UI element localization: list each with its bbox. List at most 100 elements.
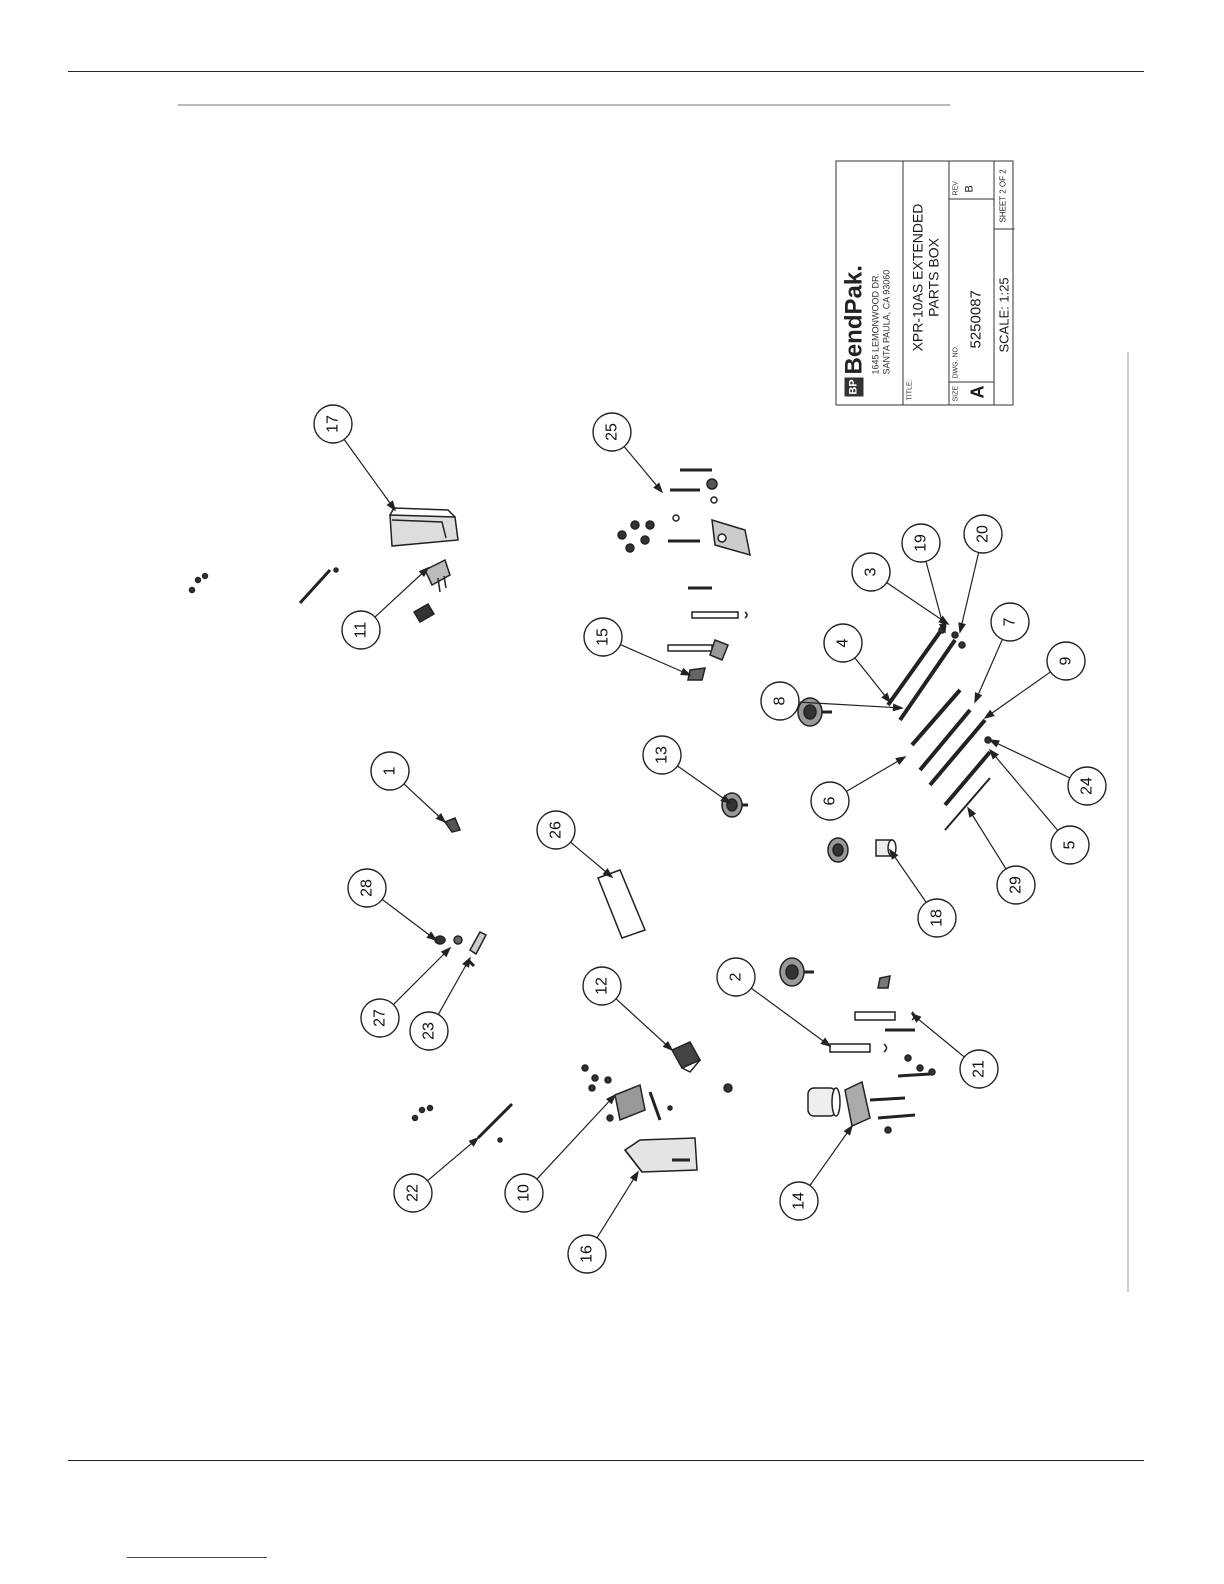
balloon-28: 28: [348, 869, 386, 907]
balloon-22: 22: [394, 1174, 432, 1212]
balloon-15: 15: [584, 618, 622, 656]
balloon-label-16: 16: [579, 1245, 596, 1263]
balloon-5: 5: [1051, 826, 1089, 864]
balloon-label-13: 13: [654, 746, 671, 764]
part-17-box: [390, 508, 458, 546]
part-1-clip: [445, 818, 460, 832]
part-25-hardware: [618, 470, 750, 588]
leader-line-28: [382, 899, 436, 940]
balloon-label-3: 3: [863, 567, 880, 576]
balloon-label-10: 10: [516, 1184, 533, 1202]
balloon-24: 24: [1068, 767, 1106, 805]
leader-line-17: [344, 439, 395, 510]
balloon-label-2: 2: [728, 972, 745, 981]
part-7-rod: [912, 690, 960, 745]
balloon-label-12: 12: [594, 977, 611, 995]
leader-line-5: [990, 750, 1058, 830]
balloon-16: 16: [568, 1235, 606, 1273]
parts-28-27-23: [435, 932, 486, 966]
part-16-box: [625, 1138, 697, 1172]
balloon-21: 21: [960, 1050, 998, 1088]
part-6-rod: [930, 720, 985, 785]
leader-line-21: [912, 1014, 964, 1057]
leader-arrow-6: [896, 757, 905, 764]
balloon-label-29: 29: [1008, 876, 1025, 894]
balloon-9: 9: [1047, 642, 1085, 680]
nuts-19-20-24: [939, 627, 991, 743]
balloon-label-19: 19: [913, 534, 930, 552]
balloon-label-27: 27: [372, 1009, 389, 1027]
leader-arrow-17: [388, 501, 395, 510]
leader-arrow-24: [990, 740, 999, 746]
leader-arrow-7: [975, 693, 981, 702]
rods-group: [888, 625, 990, 830]
balloon-label-15: 15: [595, 628, 612, 646]
balloon-label-1: 1: [382, 766, 399, 775]
balloon-label-21: 21: [971, 1060, 988, 1078]
leader-line-24: [990, 740, 1070, 778]
part-11-screws: [190, 568, 339, 593]
leader-arrow-16: [631, 1172, 638, 1181]
leader-arrow-29: [968, 808, 975, 817]
balloon-12: 12: [583, 967, 621, 1005]
balloon-label-8: 8: [772, 696, 789, 705]
balloon-20: 20: [964, 515, 1002, 553]
part-22-rod: [413, 1104, 513, 1142]
balloon-1: 1: [371, 752, 409, 790]
leader-line-9: [985, 672, 1050, 718]
balloon-label-26: 26: [548, 821, 565, 839]
part-10-bracket: [582, 1065, 732, 1121]
balloon-label-11: 11: [353, 622, 370, 639]
balloon-label-5: 5: [1062, 840, 1079, 849]
leader-line-20: [960, 552, 979, 632]
leader-line-22: [428, 1138, 478, 1181]
leader-line-13: [678, 766, 730, 803]
part-26-sheet: [598, 870, 645, 938]
balloon-25: 25: [593, 413, 631, 451]
balloon-23: 23: [410, 1012, 448, 1050]
leader-line-27: [393, 948, 450, 1005]
leader-line-16: [597, 1172, 638, 1238]
balloon-7: 7: [991, 603, 1029, 641]
pulley-near-2: [780, 958, 814, 986]
part-11-bracket: [425, 560, 450, 592]
leader-line-2: [751, 988, 830, 1046]
balloon-label-14: 14: [791, 1192, 808, 1210]
balloon-17: 17: [314, 405, 352, 443]
leader-arrow-15: [681, 669, 690, 675]
part-21-pin: [855, 976, 915, 1030]
balloon-27: 27: [361, 999, 399, 1037]
leader-line-18: [890, 850, 926, 902]
leader-line-15: [620, 645, 690, 675]
pulley-18-assembly: [828, 838, 896, 862]
balloon-label-9: 9: [1058, 656, 1075, 665]
balloon-2: 2: [717, 958, 755, 996]
balloon-label-4: 4: [835, 638, 852, 647]
balloon-13: 13: [643, 736, 681, 774]
leader-arrow-2: [821, 1039, 830, 1046]
part-14-assembly: [808, 1055, 935, 1133]
leader-arrow-9: [985, 711, 994, 718]
balloon-label-17: 17: [325, 415, 342, 433]
leader-line-10: [537, 1095, 615, 1179]
balloon-label-24: 24: [1079, 777, 1096, 795]
leader-arrow-28: [427, 932, 436, 940]
part-29-rod: [945, 778, 990, 830]
leader-line-14: [810, 1126, 852, 1185]
balloon-label-18: 18: [929, 909, 946, 927]
leader-arrow-23: [463, 958, 470, 967]
balloon-label-22: 22: [405, 1184, 422, 1202]
part-15-pins: [668, 612, 747, 680]
balloon-label-28: 28: [359, 879, 376, 897]
leader-arrow-20: [959, 623, 965, 632]
part-12-block: [672, 1042, 700, 1072]
balloon-6: 6: [811, 782, 849, 820]
leader-arrow-8: [893, 704, 902, 710]
balloon-label-25: 25: [604, 423, 621, 441]
balloon-label-23: 23: [421, 1022, 438, 1040]
balloon-11: 11: [342, 611, 380, 649]
leader-line-3: [887, 583, 948, 624]
balloon-29: 29: [997, 866, 1035, 904]
balloon-14: 14: [780, 1182, 818, 1220]
balloon-26: 26: [537, 811, 575, 849]
